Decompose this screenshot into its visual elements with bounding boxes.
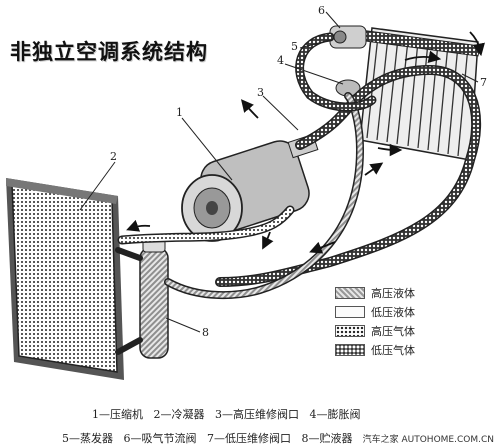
part-number-1: 1: [176, 106, 183, 119]
legend-item-low-pressure-gas: 低压气体: [335, 341, 415, 358]
receiver-drier: [139, 237, 169, 359]
legend-swatch: [335, 324, 365, 337]
legend-label: 高压气体: [371, 324, 415, 338]
part-number-4: 4: [277, 54, 284, 67]
legend-swatch: [335, 286, 365, 299]
throttle-valve: [329, 25, 367, 49]
legend-swatch: [335, 305, 365, 318]
leader-lines: [79, 11, 479, 333]
compressor: [181, 133, 319, 242]
callout-item: 3—高压维修阀口: [215, 408, 299, 421]
legend-item-high-pressure-gas: 高压气体: [335, 322, 415, 339]
diagram-title: 非独立空调系统结构: [10, 40, 208, 64]
part-number-2: 2: [110, 150, 117, 163]
condenser: [6, 178, 124, 380]
legend-label: 低压气体: [371, 343, 415, 357]
legend: 高压液体 低压液体 高压气体 低压气体: [335, 284, 415, 360]
part-number-3: 3: [257, 86, 264, 99]
legend-label: 高压液体: [371, 286, 415, 300]
callout-item: 4—膨胀阀: [309, 408, 361, 421]
callout-item: 7—低压维修阀口: [207, 432, 291, 445]
callout-row-1: 1—压缩机 2—冷凝器 3—高压维修阀口 4—膨胀阀: [92, 406, 368, 422]
callout-item: 8—贮液器: [301, 432, 353, 445]
callout-row-2: 5—蒸发器 6—吸气节流阀 7—低压维修阀口 8—贮液器: [62, 430, 360, 446]
watermark: 汽车之家 AUTOHOME.COM.CN: [360, 432, 496, 445]
legend-swatch: [335, 343, 365, 356]
callout-item: 2—冷凝器: [153, 408, 205, 421]
part-number-5: 5: [291, 40, 298, 53]
part-numbers: 1 2 3 4 5 6 7 8: [110, 4, 487, 339]
legend-label: 低压液体: [371, 305, 415, 319]
flow-arrows: [126, 31, 485, 254]
evaporator: [357, 27, 481, 161]
legend-item-high-pressure-liquid: 高压液体: [335, 284, 415, 301]
part-number-6: 6: [318, 4, 325, 17]
part-number-7: 7: [480, 76, 487, 89]
callout-item: 5—蒸发器: [62, 432, 113, 445]
part-number-8: 8: [202, 326, 209, 339]
pipes: [115, 32, 482, 355]
legend-item-low-pressure-liquid: 低压液体: [335, 303, 415, 320]
callout-item: 6—吸气节流阀: [123, 432, 197, 445]
callout-item: 1—压缩机: [92, 408, 143, 421]
